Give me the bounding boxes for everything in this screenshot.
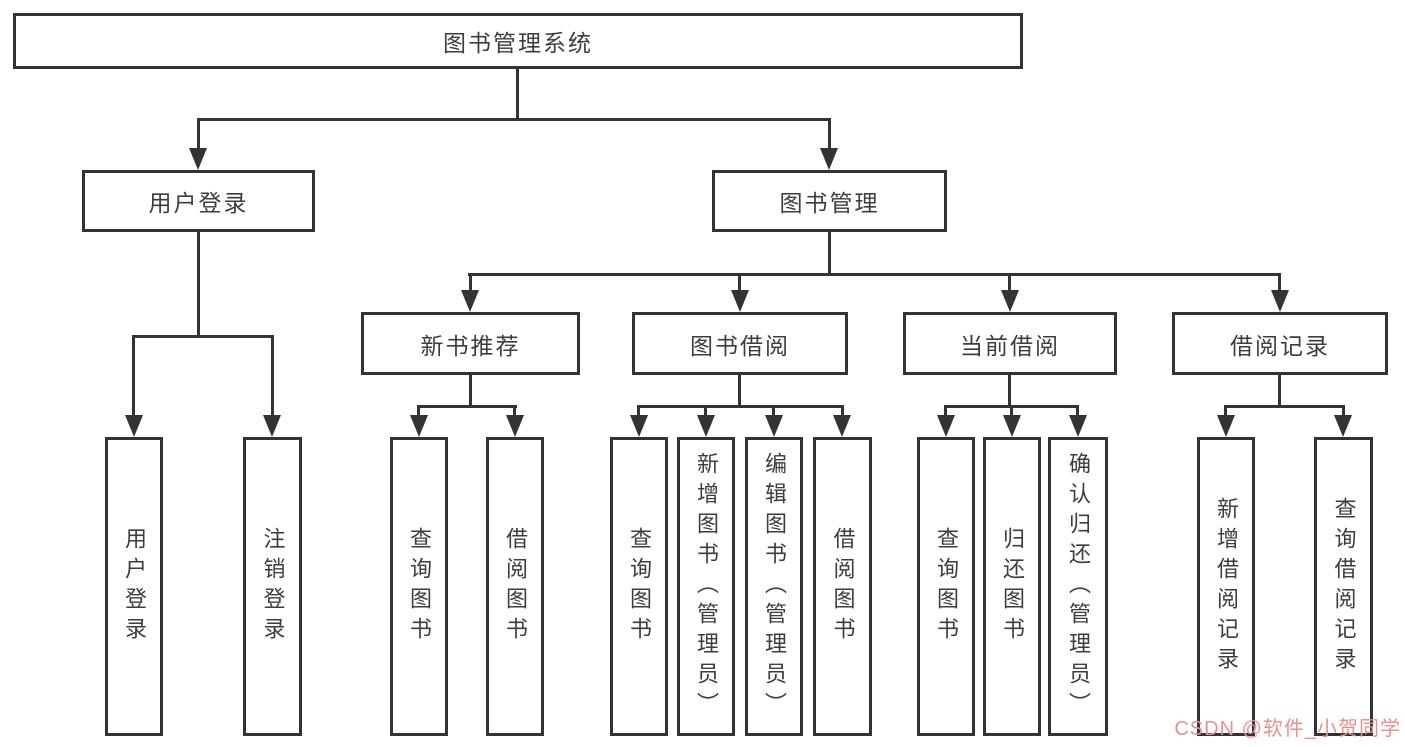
connector-hline bbox=[132, 335, 274, 338]
leaf-borrow-books-recommend: 借阅图书 bbox=[486, 437, 544, 736]
connector-vline bbox=[704, 405, 707, 417]
node-book-management-label: 图书管理 bbox=[779, 190, 880, 216]
node-library-system: 图书管理系统 bbox=[13, 13, 1023, 69]
connector-hline bbox=[637, 405, 844, 408]
connector-vline bbox=[1278, 273, 1281, 293]
node-new-book-recommend: 新书推荐 bbox=[361, 312, 580, 375]
watermark: CSDN @软件_小贺同学 bbox=[1174, 718, 1401, 740]
connector-vline bbox=[132, 335, 135, 417]
leaf-add-book-admin: 新增图书（管理员） bbox=[677, 437, 735, 736]
arrow-down-icon bbox=[1334, 415, 1352, 437]
node-library-system-label: 图书管理系统 bbox=[443, 30, 593, 56]
connector-vline bbox=[828, 232, 831, 276]
arrow-down-icon bbox=[410, 415, 428, 437]
arrow-down-icon bbox=[1217, 415, 1235, 437]
node-borrow-records-label: 借阅记录 bbox=[1230, 332, 1330, 359]
node-book-borrow: 图书借阅 bbox=[632, 312, 848, 375]
connector-vline bbox=[513, 405, 516, 417]
connector-vline bbox=[516, 69, 519, 121]
leaf-borrow-books: 借阅图书 bbox=[813, 437, 872, 736]
connector-vline bbox=[417, 405, 420, 417]
connector-vline bbox=[772, 405, 775, 417]
leaf-confirm-return-admin: 确认归还（管理员） bbox=[1048, 437, 1108, 736]
connector-vline bbox=[469, 273, 472, 293]
leaf-add-borrow-record: 新增借阅记录 bbox=[1197, 437, 1255, 736]
leaf-borrow-books-recommend-label: 借阅图书 bbox=[503, 526, 528, 647]
node-borrow-records: 借阅记录 bbox=[1172, 312, 1388, 375]
connector-vline bbox=[738, 273, 741, 293]
leaf-query-books-recommend-label: 查询图书 bbox=[407, 526, 432, 647]
connector-vline bbox=[1010, 405, 1013, 417]
leaf-query-books-current: 查询图书 bbox=[917, 437, 975, 736]
connector-vline bbox=[197, 118, 200, 152]
arrow-down-icon bbox=[731, 290, 749, 312]
arrow-down-icon bbox=[189, 148, 207, 170]
connector-vline bbox=[1224, 405, 1227, 417]
leaf-query-books-current-label: 查询图书 bbox=[934, 526, 959, 647]
node-book-management: 图书管理 bbox=[712, 170, 947, 232]
connector-vline bbox=[197, 232, 200, 338]
arrow-down-icon bbox=[765, 415, 783, 437]
arrow-down-icon bbox=[630, 415, 648, 437]
connector-vline bbox=[828, 118, 831, 152]
connector-vline bbox=[1008, 375, 1011, 408]
connector-vline bbox=[1008, 273, 1011, 293]
connector-hline bbox=[1224, 405, 1345, 408]
leaf-borrow-books-label: 借阅图书 bbox=[830, 526, 856, 647]
connector-vline bbox=[1076, 405, 1079, 417]
leaf-logout-label: 注销登录 bbox=[260, 526, 286, 647]
connector-vline bbox=[1342, 405, 1345, 417]
leaf-add-book-admin-label: 新增图书（管理员） bbox=[694, 451, 719, 722]
leaf-user-login-label: 用户登录 bbox=[122, 526, 147, 647]
leaf-query-books-recommend: 查询图书 bbox=[390, 437, 448, 736]
connector-hline bbox=[468, 273, 1281, 276]
connector-vline bbox=[1278, 375, 1281, 408]
arrow-down-icon bbox=[1001, 290, 1019, 312]
arrow-down-icon bbox=[697, 415, 715, 437]
connector-vline bbox=[944, 405, 947, 417]
arrow-down-icon bbox=[125, 415, 143, 437]
arrow-down-icon bbox=[263, 415, 281, 437]
connector-vline bbox=[271, 335, 274, 417]
leaf-user-login: 用户登录 bbox=[105, 437, 163, 736]
leaf-edit-book-admin: 编辑图书（管理员） bbox=[745, 437, 803, 736]
arrow-down-icon bbox=[506, 415, 524, 437]
leaf-return-books: 归还图书 bbox=[983, 437, 1041, 736]
leaf-logout: 注销登录 bbox=[243, 437, 302, 736]
leaf-query-books-borrow: 查询图书 bbox=[610, 437, 668, 736]
node-user-login-label: 用户登录 bbox=[148, 190, 249, 216]
connector-vline bbox=[841, 405, 844, 417]
leaf-add-borrow-record-label: 新增借阅记录 bbox=[1214, 496, 1239, 677]
arrow-down-icon bbox=[1271, 290, 1289, 312]
node-current-borrow-label: 当前借阅 bbox=[960, 332, 1060, 359]
node-book-borrow-label: 图书借阅 bbox=[690, 332, 790, 359]
node-current-borrow: 当前借阅 bbox=[903, 312, 1117, 375]
connector-vline bbox=[469, 375, 472, 408]
leaf-query-borrow-record: 查询借阅记录 bbox=[1314, 437, 1373, 736]
arrow-down-icon bbox=[1069, 415, 1087, 437]
leaf-query-borrow-record-label: 查询借阅记录 bbox=[1331, 496, 1357, 677]
arrow-down-icon bbox=[937, 415, 955, 437]
connector-vline bbox=[637, 405, 640, 417]
connector-hline bbox=[197, 118, 831, 121]
arrow-down-icon bbox=[833, 415, 851, 437]
leaf-return-books-label: 归还图书 bbox=[1000, 526, 1025, 647]
connector-hline bbox=[417, 405, 517, 408]
connector-vline bbox=[738, 375, 741, 408]
node-new-book-recommend-label: 新书推荐 bbox=[420, 332, 521, 359]
leaf-confirm-return-admin-label: 确认归还（管理员） bbox=[1066, 451, 1091, 722]
leaf-query-books-borrow-label: 查询图书 bbox=[627, 526, 652, 647]
arrow-down-icon bbox=[820, 148, 838, 170]
leaf-edit-book-admin-label: 编辑图书（管理员） bbox=[762, 451, 787, 722]
arrow-down-icon bbox=[461, 290, 479, 312]
arrow-down-icon bbox=[1003, 415, 1021, 437]
node-user-login: 用户登录 bbox=[82, 170, 315, 232]
